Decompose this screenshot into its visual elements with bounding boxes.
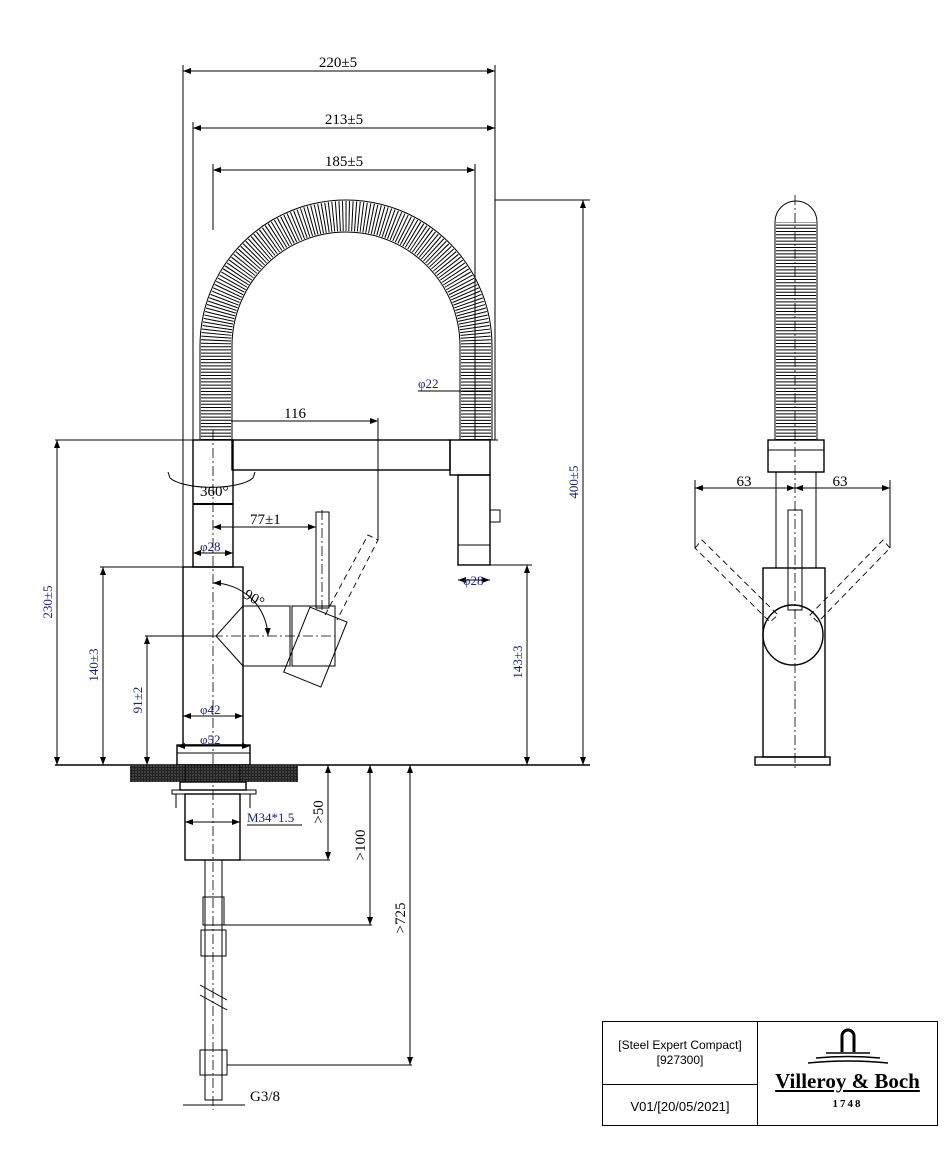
dim-220: 220±5 — [319, 55, 357, 71]
title-block: [Steel Expert Compact] [927300] V01/[20/… — [602, 1021, 938, 1126]
dim-hose-dia: φ22 — [418, 376, 439, 391]
dim-rotation: 360° — [200, 484, 229, 500]
height-dimensions: 230±5 140±3 91±2 400±5 143±3 >50 >100 >7… — [40, 199, 590, 1066]
dim-pipe-dia: φ28 — [200, 539, 221, 554]
dim-side-right: 63 — [833, 474, 848, 490]
dim-140: 140±3 — [86, 648, 101, 681]
dim-185: 185±5 — [325, 154, 363, 170]
version-date: V01/[20/05/2021] — [630, 1098, 730, 1114]
dim-77: 77±1 — [250, 512, 281, 528]
dim-g38: G3/8 — [250, 1089, 280, 1105]
dim-213: 213±5 — [325, 112, 363, 128]
spout: 116 φ28 — [231, 406, 501, 588]
dim-143: 143±3 — [510, 645, 525, 678]
dim-m34: M34*1.5 — [247, 810, 294, 825]
width-dimensions: 220±5 213±5 185±5 — [182, 55, 496, 567]
dim-head-dia: φ28 — [463, 573, 484, 588]
product-name: [Steel Expert Compact] — [618, 1038, 742, 1052]
dim-50: >50 — [311, 800, 327, 823]
dim-body-dia: φ42 — [200, 702, 221, 717]
countertop: M34*1.5 G3/8 — [55, 764, 590, 1106]
dim-116: 116 — [284, 406, 306, 422]
dim-230: 230±5 — [40, 585, 55, 618]
dim-91: 91±2 — [130, 687, 145, 714]
faucet-logo-icon — [807, 1028, 889, 1064]
dim-base-dia: φ52 — [200, 732, 221, 747]
product-code: [927300] — [656, 1053, 704, 1067]
dim-400: 400±5 — [566, 465, 581, 498]
brand-logo: Villeroy & Boch 1748 — [758, 1022, 937, 1125]
side-view: 63 63 — [694, 195, 891, 770]
dim-side-left: 63 — [737, 474, 752, 490]
brand-name: Villeroy & Boch — [775, 1069, 920, 1093]
brand-year: 1748 — [832, 1098, 863, 1110]
flexible-hose: φ22 — [199, 199, 493, 440]
tap-body: 360° 90° 77±1 φ28 φ42 φ52 — [167, 430, 379, 1110]
dim-100: >100 — [353, 830, 369, 861]
dim-725: >725 — [393, 903, 409, 934]
dim-lever-angle: 90° — [241, 587, 267, 611]
